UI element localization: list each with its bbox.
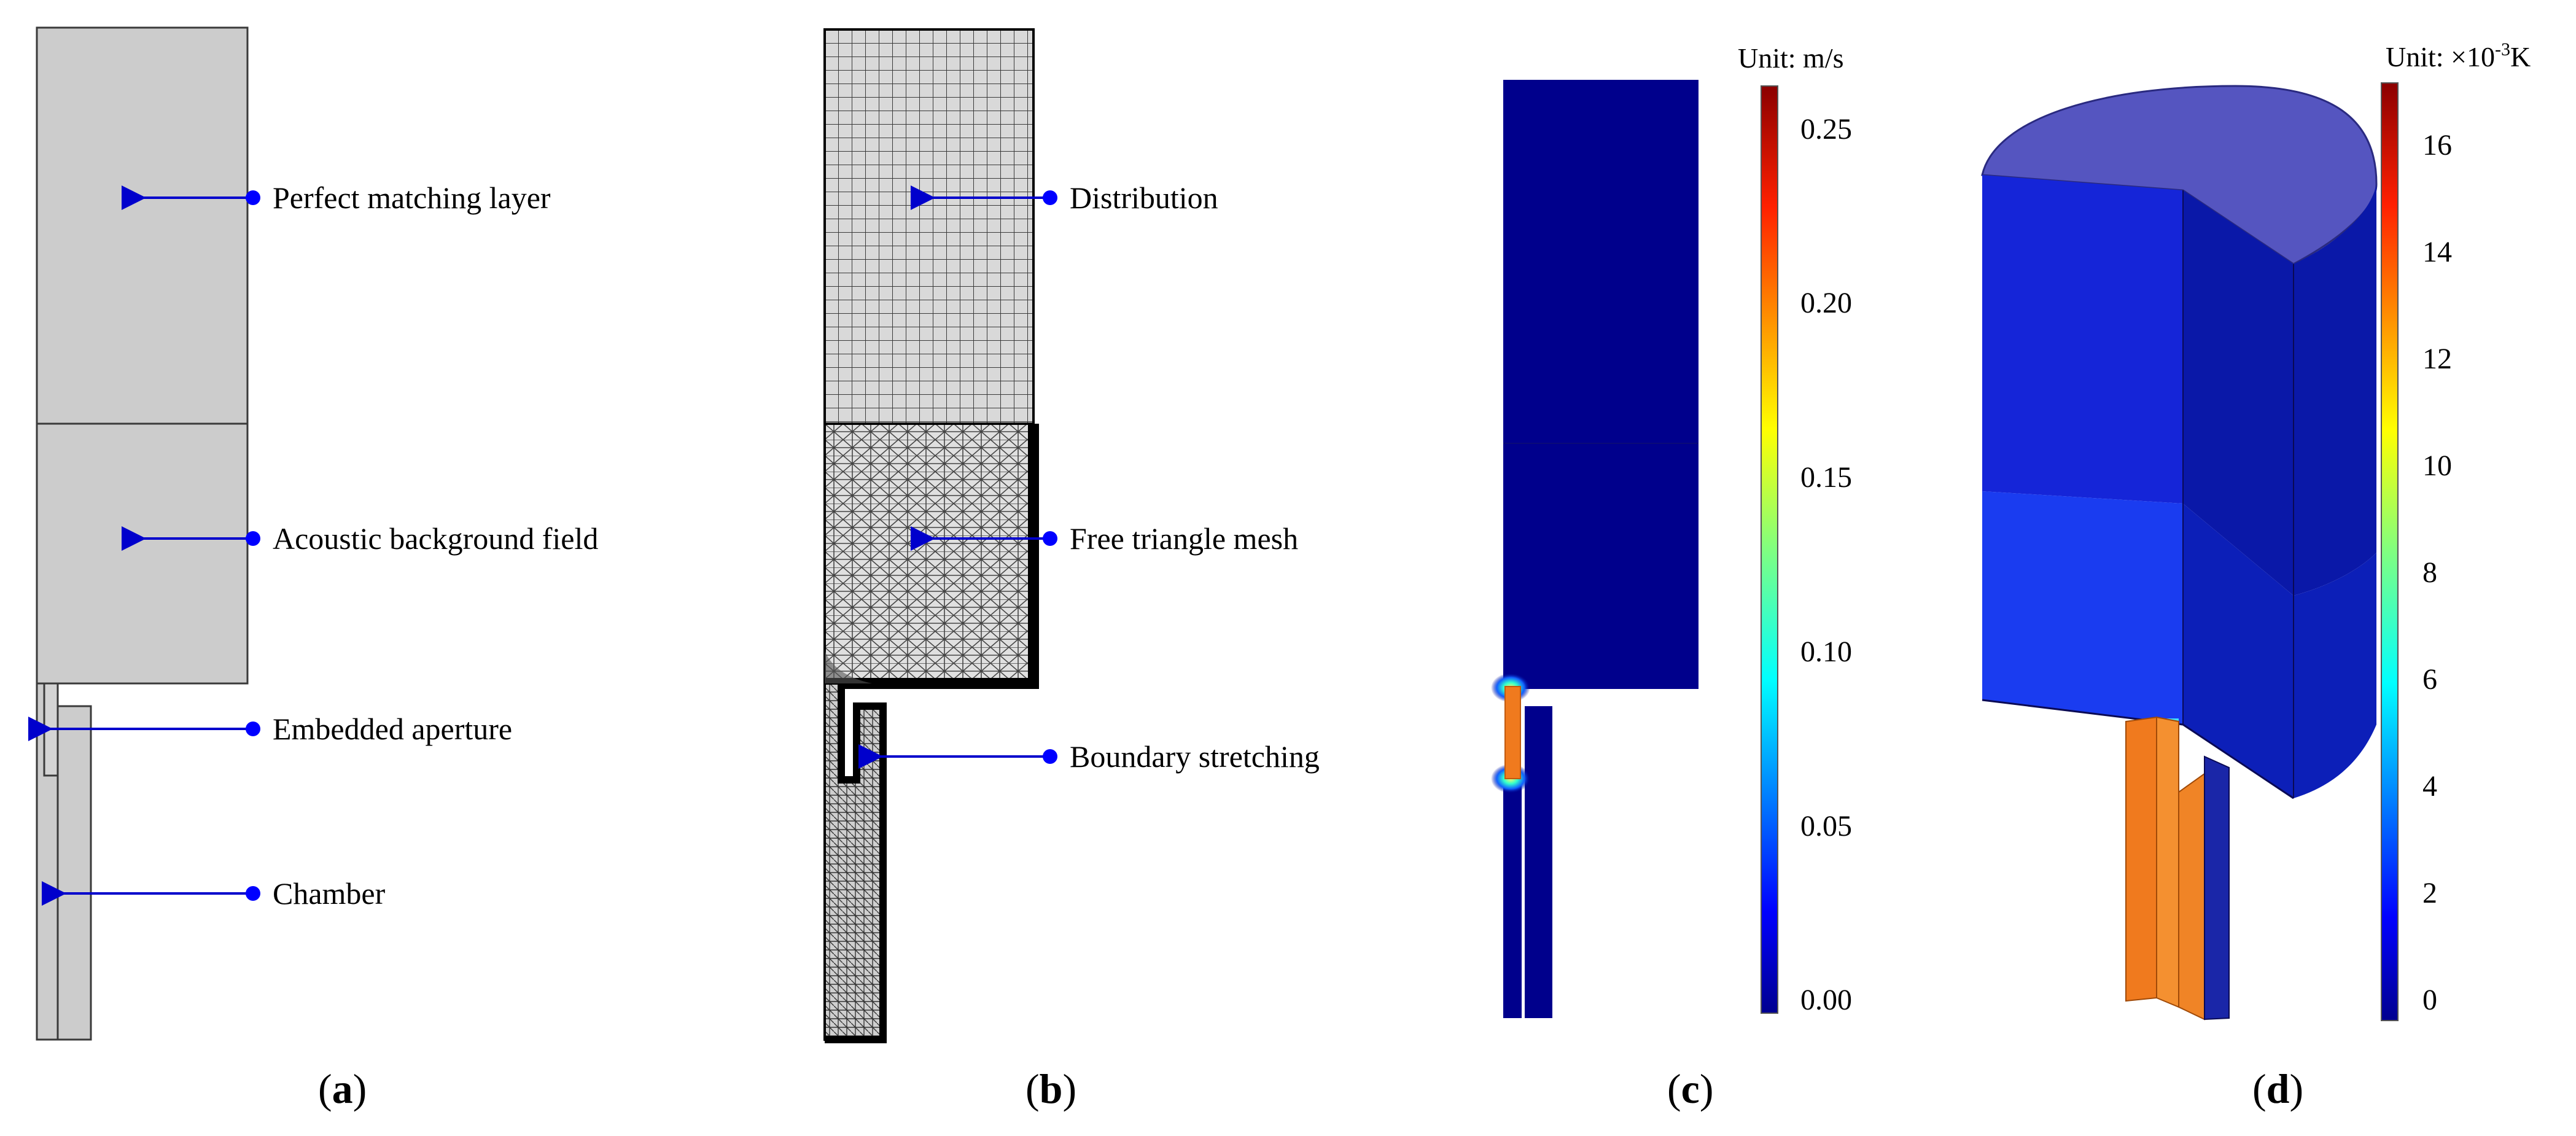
cylinder-outer-face-lower	[2183, 504, 2376, 798]
cylinder-cut-face-upper	[1982, 175, 2183, 504]
annotation-background: Acoustic background field	[122, 521, 598, 556]
caption-a: (a)	[318, 1065, 367, 1112]
chamber-wall	[56, 705, 92, 1041]
velocity-field-chamber-wall	[1525, 706, 1552, 1018]
label-distribution: Distribution	[1070, 181, 1218, 215]
cylinder-outer-face-upper	[2183, 184, 2376, 596]
tick-c-5: 0.00	[1800, 984, 1852, 1016]
velocity-field-lower	[1503, 777, 1522, 1018]
tick-d-3: 10	[2422, 449, 2452, 482]
colorbar-c	[1761, 85, 1778, 1014]
tick-d-1: 14	[2422, 236, 2452, 268]
tick-d-2: 12	[2422, 343, 2452, 375]
boundary-stretching-edge	[825, 683, 887, 1043]
label-embedded-aperture: Embedded aperture	[273, 712, 512, 746]
caption-b: (b)	[1025, 1065, 1076, 1112]
cylinder-bottom-edge	[1982, 699, 2294, 799]
label-free-triangle-mesh: Free triangle mesh	[1070, 521, 1298, 556]
label-boundary-stretching: Boundary stretching	[1070, 739, 1320, 774]
panel-d: Unit: ×10-3K 16 14 12 10 8 6 4 2 0 (d)	[1981, 39, 2531, 1112]
pml-region	[36, 26, 249, 425]
tick-d-0: 16	[2422, 129, 2452, 161]
panel-c: Unit: m/s 0.25 0.20 0.15 0.10 0.05 0.00 …	[1491, 42, 1852, 1112]
tick-d-8: 0	[2422, 984, 2437, 1016]
tick-d-5: 6	[2422, 663, 2437, 696]
label-acoustic-background-field: Acoustic background field	[273, 521, 598, 556]
tick-c-2: 0.15	[1800, 461, 1852, 494]
corner-refinement	[825, 651, 872, 683]
tick-c-3: 0.10	[1800, 636, 1852, 668]
caption-c: (c)	[1667, 1065, 1714, 1112]
annotation-aperture: Embedded aperture	[28, 712, 512, 746]
annotation-chamber: Chamber	[42, 876, 386, 911]
chamber-rod-front	[2125, 716, 2157, 1002]
colorbar-c-unit: Unit: m/s	[1738, 42, 1844, 74]
tick-c-4: 0.05	[1800, 810, 1852, 842]
colorbar-c-ticks: 0.25 0.20 0.15 0.10 0.05 0.00	[1800, 113, 1852, 1016]
chamber-wall-blue	[2204, 755, 2230, 1021]
chamber-rod-side	[2156, 716, 2179, 1008]
cylinder-cut-face-lower	[1982, 491, 2183, 725]
tick-d-7: 2	[2422, 877, 2437, 909]
panel-b: Distribution Free triangle mesh Boundary…	[823, 28, 1320, 1112]
boundary-layer-edge	[825, 424, 1039, 689]
acoustic-background-region	[36, 422, 249, 685]
velocity-field-upper	[1503, 80, 1699, 689]
tick-c-1: 0.20	[1800, 287, 1852, 319]
colorbar-d-unit: Unit: ×10-3K	[2386, 39, 2531, 72]
tick-d-4: 8	[2422, 556, 2437, 589]
label-perfect-matching-layer: Perfect matching layer	[273, 181, 551, 215]
panel-a: Perfect matching layer Acoustic backgrou…	[28, 26, 598, 1112]
mapped-mesh-region	[823, 28, 1035, 425]
colorbar-d	[2381, 82, 2399, 1021]
caption-d: (d)	[2252, 1065, 2303, 1112]
annotation-boundary-stretching: Boundary stretching	[858, 739, 1320, 774]
annotation-free-triangle: Free triangle mesh	[911, 521, 1298, 556]
tick-d-6: 4	[2422, 770, 2437, 803]
colorbar-d-ticks: 16 14 12 10 8 6 4 2 0	[2422, 129, 2452, 1016]
chamber-rod-inner	[2178, 772, 2205, 1021]
triangle-mesh-region	[823, 422, 1035, 685]
annotation-pml: Perfect matching layer	[122, 181, 551, 215]
cylinder-top-surface	[1981, 85, 2378, 265]
tick-c-0: 0.25	[1800, 113, 1852, 146]
label-chamber: Chamber	[273, 876, 386, 911]
velocity-aperture-high	[1504, 686, 1521, 779]
annotation-distribution: Distribution	[911, 181, 1218, 215]
